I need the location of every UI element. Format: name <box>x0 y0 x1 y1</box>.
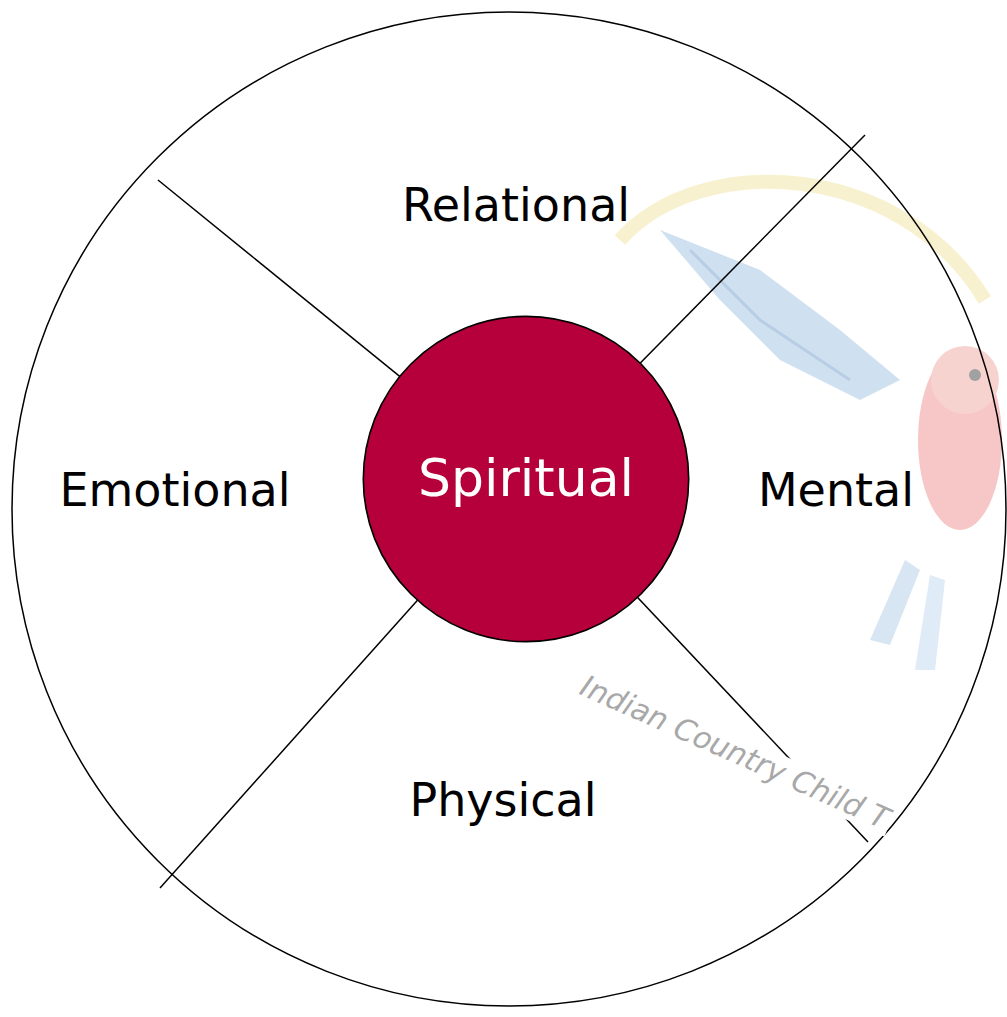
quadrant-label: Relational <box>402 180 630 231</box>
node-text: Spiritual <box>418 450 634 507</box>
quadrant-label: Physical <box>409 775 596 826</box>
quadrant-label: Emotional <box>59 465 290 516</box>
center-circle: Spiritual <box>362 315 690 643</box>
quadrant-label: Mental <box>758 465 914 516</box>
watermark-text: Indian Country Child T <box>572 667 898 836</box>
